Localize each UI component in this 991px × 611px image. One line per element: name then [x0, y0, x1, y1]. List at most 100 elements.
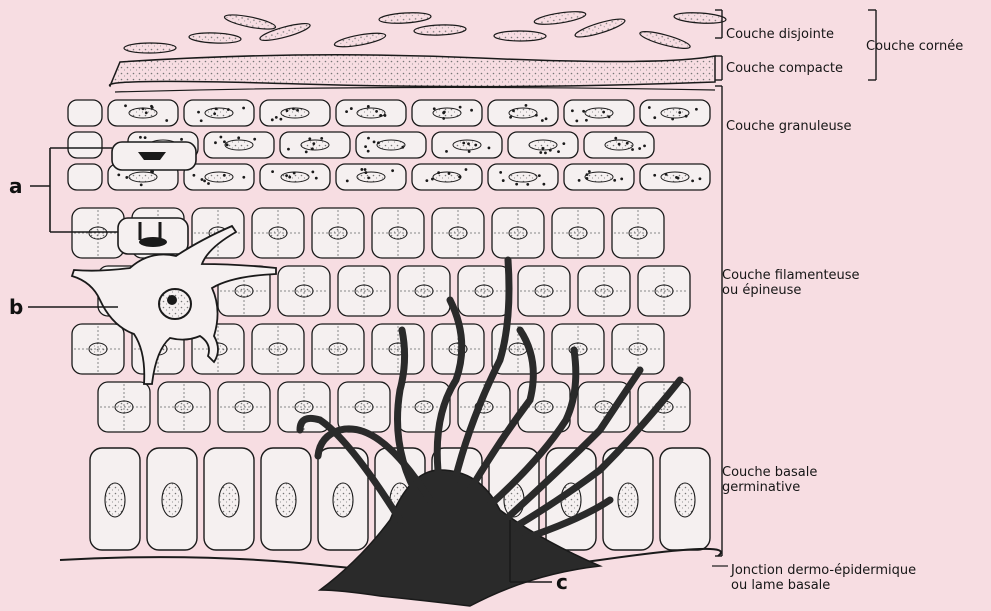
keratohyalin-granule: [549, 149, 552, 152]
keratohyalin-granule: [443, 111, 446, 114]
basal-cell-nucleus: [219, 483, 239, 517]
label-germinative: germinative: [722, 481, 800, 495]
keratohyalin-granule: [242, 176, 245, 179]
keratohyalin-granule: [613, 179, 616, 182]
corneocyte-flake: [534, 9, 587, 27]
corneocyte-flake: [574, 16, 627, 41]
keratohyalin-granule: [602, 111, 605, 114]
spinous-cell-nucleus: [295, 401, 313, 413]
spinous-cell-nucleus: [509, 227, 527, 239]
keratohyalin-granule: [539, 151, 542, 154]
keratohyalin-granule: [311, 147, 314, 150]
spinous-cell-nucleus: [355, 285, 373, 297]
keratohyalin-granule: [626, 142, 629, 145]
keratohyalin-granule: [367, 150, 370, 153]
keratohyalin-granule: [364, 168, 367, 171]
keratohyalin-granule: [502, 179, 505, 182]
basal-cell-nucleus: [276, 483, 296, 517]
keratohyalin-granule: [401, 146, 404, 149]
keratohyalin-granule: [197, 111, 200, 114]
keratohyalin-granule: [391, 169, 394, 172]
keratohyalin-granule: [253, 138, 256, 141]
keratohyalin-granule: [165, 119, 168, 122]
keratohyalin-granule: [350, 107, 353, 110]
corneocyte-flake: [494, 31, 546, 41]
keratohyalin-granule: [312, 142, 315, 145]
keratohyalin-granule: [151, 106, 154, 109]
keratohyalin-granule: [180, 138, 183, 141]
keratohyalin-granule: [227, 108, 230, 111]
spinous-cell-nucleus: [295, 285, 313, 297]
basal-cell-nucleus: [333, 483, 353, 517]
keratohyalin-granule: [653, 116, 656, 119]
keratohyalin-granule: [364, 171, 367, 174]
granular-cell: [68, 100, 102, 126]
keratohyalin-granule: [638, 147, 641, 150]
granular-cell-nucleus: [225, 140, 253, 150]
spinous-cell-nucleus: [629, 227, 647, 239]
spinous-cell-nucleus: [449, 227, 467, 239]
granular-cell-nucleus: [357, 172, 385, 182]
keratohyalin-granule: [557, 150, 560, 153]
keratohyalin-granule: [671, 118, 674, 121]
keratohyalin-granule: [499, 171, 502, 174]
corneocyte-flake: [124, 43, 176, 53]
keratohyalin-granule: [200, 119, 203, 122]
keratohyalin-granule: [462, 142, 465, 145]
keratohyalin-granule: [144, 136, 147, 139]
keratohyalin-granule: [526, 183, 529, 186]
keratohyalin-granule: [545, 117, 548, 120]
granular-cell-nucleus: [433, 108, 461, 118]
keratohyalin-granule: [586, 177, 589, 180]
spinous-cell-nucleus: [235, 401, 253, 413]
keratohyalin-granule: [293, 172, 296, 175]
granular-cell: [68, 164, 102, 190]
corneocyte-flake: [189, 32, 241, 44]
keratohyalin-granule: [442, 117, 445, 120]
label-couche-granuleuse: Couche granuleuse: [726, 120, 851, 134]
keratohyalin-granule: [509, 116, 512, 119]
spinous-cell-nucleus: [629, 343, 647, 355]
keratohyalin-granule: [459, 106, 462, 109]
keratohyalin-granule: [139, 136, 142, 139]
keratohyalin-granule: [364, 145, 367, 148]
keratohyalin-granule: [631, 148, 634, 151]
granular-cell-nucleus: [377, 140, 405, 150]
spinous-cell-nucleus: [175, 401, 193, 413]
keratohyalin-granule: [578, 179, 581, 182]
label-couche-disjointe: Couche disjointe: [726, 28, 834, 42]
keratohyalin-granule: [367, 176, 370, 179]
keratohyalin-granule: [367, 105, 370, 108]
keratohyalin-granule: [695, 108, 698, 111]
keratohyalin-granule: [315, 177, 318, 180]
spinous-cell-nucleus: [115, 401, 133, 413]
keratohyalin-granule: [226, 143, 229, 146]
keratohyalin-granule: [117, 174, 120, 177]
keratohyalin-granule: [538, 174, 541, 177]
basal-cell-nucleus: [105, 483, 125, 517]
keratohyalin-granule: [474, 144, 477, 147]
keratohyalin-granule: [614, 137, 617, 140]
spinous-cell-nucleus: [269, 227, 287, 239]
keratohyalin-granule: [192, 174, 195, 177]
marker-a: a: [9, 176, 23, 196]
spinous-cell-nucleus: [329, 227, 347, 239]
keratohyalin-granule: [213, 112, 216, 115]
spinous-cell-nucleus: [595, 285, 613, 297]
keratohyalin-granule: [223, 140, 226, 143]
keratohyalin-granule: [525, 104, 528, 107]
keratohyalin-granule: [375, 110, 378, 113]
spinous-cell-nucleus: [89, 227, 107, 239]
corneocyte-flake: [334, 30, 387, 49]
granular-cell-nucleus: [661, 108, 689, 118]
keratohyalin-granule: [588, 170, 591, 173]
marker-b: b: [9, 297, 23, 317]
keratohyalin-granule: [367, 137, 370, 140]
keratohyalin-granule: [203, 179, 206, 182]
keratohyalin-granule: [124, 104, 127, 107]
keratohyalin-granule: [279, 118, 282, 121]
keratohyalin-granule: [582, 110, 585, 113]
keratohyalin-granule: [287, 148, 290, 151]
keratohyalin-granule: [542, 183, 545, 186]
